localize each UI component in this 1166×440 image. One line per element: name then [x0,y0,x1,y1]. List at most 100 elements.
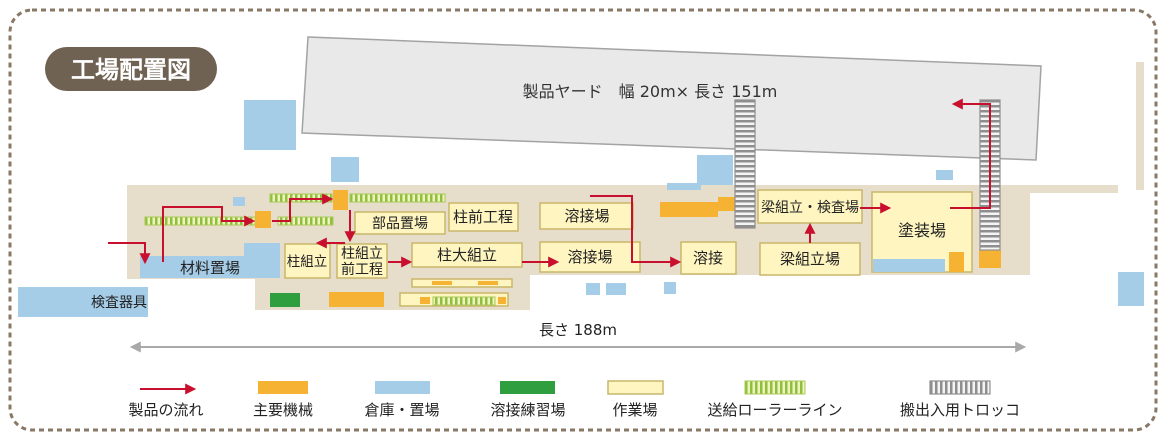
outer-dashed-border [8,8,1158,432]
machine-block [949,252,964,272]
main-machinery [255,190,1001,307]
legend-item-main-machinery: 主要機械 [253,381,313,419]
storage-block [664,282,676,294]
roller-line [349,193,446,203]
storage-areas [18,100,1144,317]
work-area-welding-lower: 溶接場 [539,241,641,273]
legend-label: 溶接練習場 [490,401,565,419]
work-area-box [448,202,519,232]
flow-arrow [272,193,334,222]
legend-label: 主要機械 [253,401,313,419]
work-area-parts-storage: 部品置場 [354,211,446,235]
legend-item-feed-roller-line: 送給ローラーライン [707,380,843,419]
work-area-box [336,243,388,279]
machine-block [498,297,506,304]
storage-block [606,283,626,295]
work-area-column-assembly: 柱組立 [284,243,331,279]
legend-item-product-flow: 製品の流れ [128,383,204,419]
work-area-box [759,242,861,276]
page-title: 工場配置図 [71,56,191,84]
legend-item-work-area: 作業場 [607,380,664,419]
title-badge-background [45,47,217,91]
product-yard-area [301,36,1042,161]
legend: 製品の流れ 主要機械 倉庫・置場 溶接練習場 作業場 送給ローラーライン 搬出入… [128,380,1020,419]
work-area-label: 柱大組立 [437,246,497,264]
work-area-label: 梁組立場 [780,250,840,268]
work-area-label: 溶接場 [567,248,612,266]
work-area-label-line2: 前工程 [341,261,383,278]
work-area-label: 溶接 [693,249,723,267]
storage-block [586,283,600,295]
work-area-small [411,278,513,288]
work-area-box [354,211,446,235]
welding-practice-area [270,293,300,307]
overall-length-dimension: 長さ 188m [129,321,1027,353]
legend-label: 製品の流れ [128,401,203,419]
work-area-column-assembly-pre-process: 柱組立 前工程 [336,243,388,279]
storage-block [244,100,296,150]
product-yard: 製品ヤード 幅 20m× 長さ 151m [301,36,1042,161]
storage-block [1118,272,1144,306]
machine-block [660,202,718,217]
legend-swatch-trolley [929,380,991,395]
machine-block [718,197,736,211]
legend-item-welding-practice: 溶接練習場 [490,381,566,419]
legend-item-transport-trolley: 搬出入用トロッコ [900,380,1020,419]
product-flow-arrows [108,98,991,268]
work-area-label: 部品置場 [372,216,428,232]
machine-block [255,211,271,228]
legend-swatch-storage [375,381,430,394]
floor-strip-vertical [1136,62,1144,190]
trolley-track [734,99,756,229]
roller-line [432,296,496,306]
legend-label: 搬出入用トロッコ [900,401,1020,419]
machine-block [329,292,384,307]
storage-block [697,155,733,185]
flow-arrow [590,195,682,268]
work-area-box [411,242,523,268]
work-area-column-pre-process: 柱前工程 [448,202,519,232]
work-area-label: 梁組立・検査場 [761,200,859,216]
title-badge: 工場配置図 [45,47,217,91]
legend-swatch-roller [744,380,806,395]
work-area-welding: 溶接 [680,241,737,275]
work-area-box [757,189,863,224]
material-storage-area [140,243,280,278]
legend-item-storage: 倉庫・置場 [364,381,440,419]
work-area-welding-upper: 溶接場 [539,202,634,230]
flow-arrow [162,206,256,262]
machine-block [420,297,430,304]
storage-block [331,157,359,182]
work-area-label: 柱前工程 [453,208,513,226]
storage-block [667,183,701,190]
machine-block [432,281,452,285]
flow-arrow [108,242,151,265]
length-dimension-label: 長さ 188m [539,321,617,339]
floor-strip-right [1030,185,1118,193]
inspection-tools-area [18,287,148,317]
legend-label: 送給ローラーライン [707,401,842,419]
work-area-label: 塗装場 [898,221,946,240]
material-storage-label: 材料置場 [180,259,240,277]
flow-arrow [950,98,991,209]
work-area-label: 柱組立 [287,254,328,270]
storage-block [873,259,945,272]
legend-swatch-machine [258,381,308,394]
work-area-box [284,243,331,279]
legend-label: 倉庫・置場 [364,401,439,419]
inspection-tools-label: 検査器具 [91,295,147,311]
legend-swatch-practice [500,381,555,394]
legend-label: 作業場 [612,401,657,419]
storage-block [233,197,245,206]
machine-block [333,190,348,210]
legend-swatch-work [607,380,664,395]
machine-block [478,281,498,285]
product-yard-label: 製品ヤード 幅 20m× 長さ 151m [523,82,778,101]
machine-block [979,250,1001,268]
storage-block [936,170,953,180]
work-area-beam-assembly: 梁組立場 [759,242,861,276]
work-area-label: 溶接場 [564,207,609,225]
work-area-column-main-assembly: 柱大組立 [411,242,523,268]
work-area-beam-assembly-inspection: 梁組立・検査場 [757,189,863,224]
